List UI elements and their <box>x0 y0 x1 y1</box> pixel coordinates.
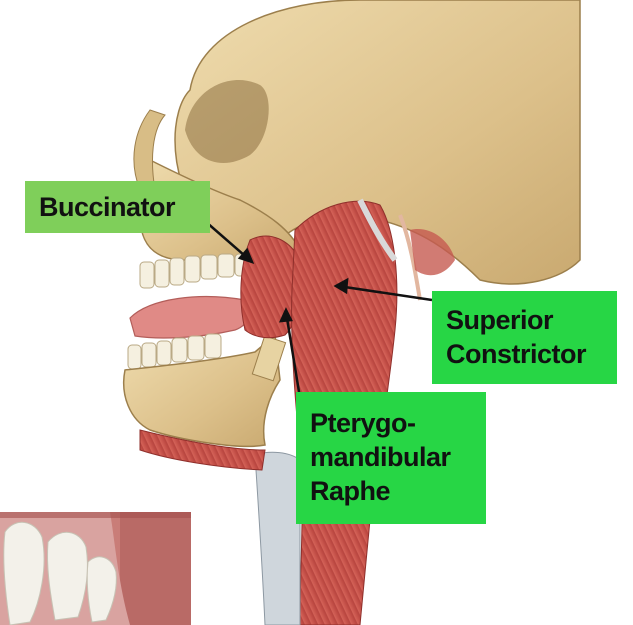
label-buccinator: Buccinator <box>25 181 210 233</box>
label-raphe-line2: mandibular <box>310 440 486 474</box>
label-superior-constrictor: Superior Constrictor <box>432 291 617 384</box>
oral-photo-inset <box>0 512 191 625</box>
label-pterygomandibular-raphe: Pterygo- mandibular Raphe <box>296 392 486 524</box>
tongue <box>130 297 250 338</box>
label-superior-line2: Constrictor <box>446 337 617 371</box>
larynx <box>255 452 300 625</box>
label-raphe-line3: Raphe <box>310 474 486 508</box>
label-superior-line1: Superior <box>446 303 617 337</box>
label-raphe-line1: Pterygo- <box>310 406 486 440</box>
label-buccinator-text: Buccinator <box>39 181 210 233</box>
upper-teeth <box>140 254 251 288</box>
